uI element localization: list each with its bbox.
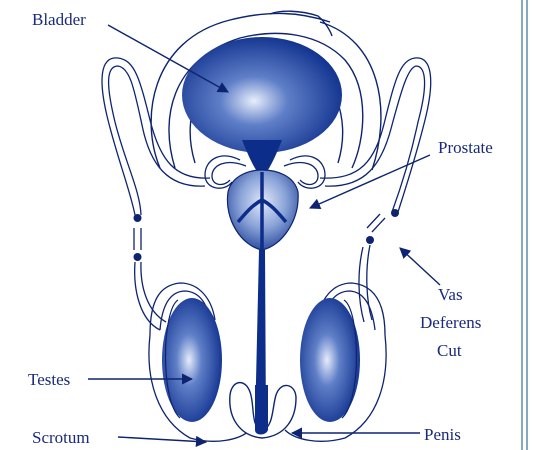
label-penis: Penis: [424, 425, 461, 444]
scrotum-arrow: [118, 437, 206, 442]
bladder: [182, 37, 342, 153]
prostate-arrow: [310, 155, 430, 208]
testis-left: [162, 298, 222, 422]
vas-arrow: [400, 248, 440, 285]
label-scrotum: Scrotum: [32, 428, 90, 447]
label-testes: Testes: [28, 370, 70, 389]
label-vas-line2: Deferens: [420, 313, 481, 332]
testis-right: [300, 298, 360, 422]
label-vas-line3: Cut: [437, 341, 462, 360]
label-vas-line1: Vas: [438, 285, 463, 304]
frame-border: [522, 0, 527, 450]
label-prostate: Prostate: [438, 138, 493, 157]
label-bladder: Bladder: [32, 10, 86, 29]
penis: [230, 383, 296, 438]
prostate: [227, 170, 298, 250]
